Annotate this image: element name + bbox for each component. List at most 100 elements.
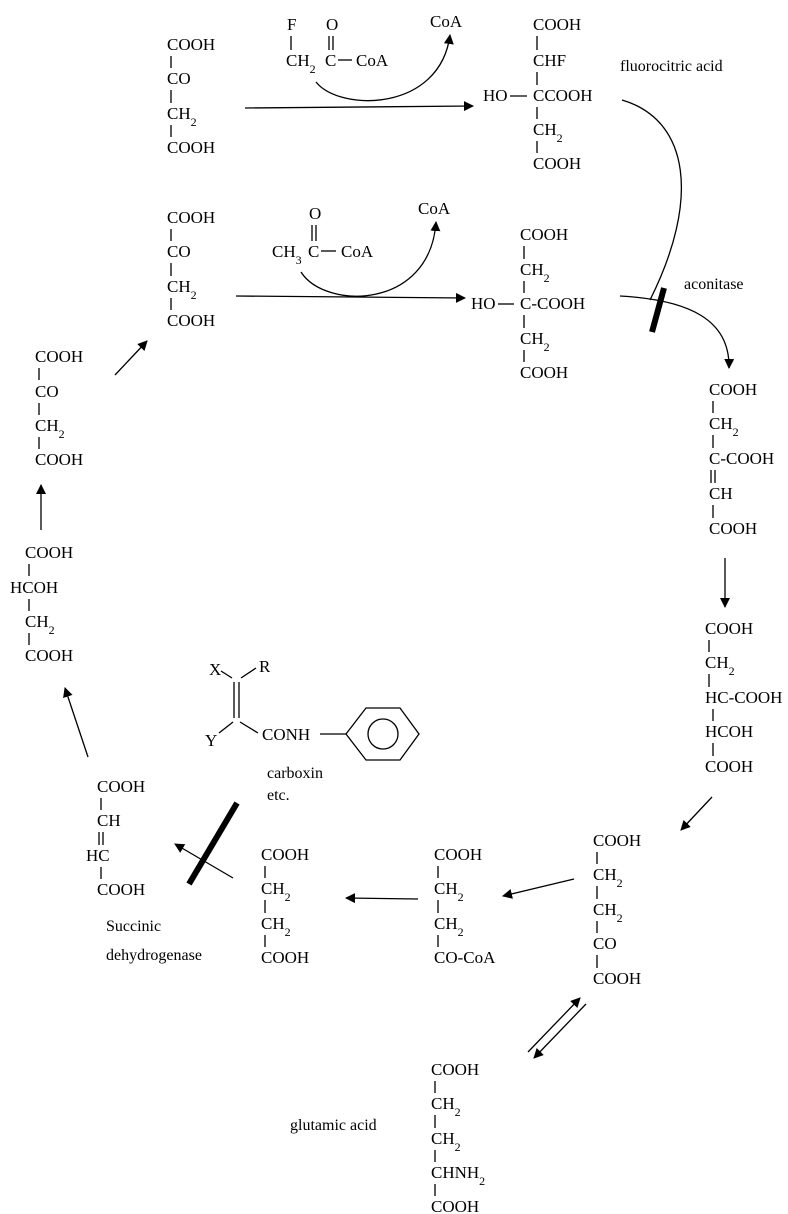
fluoroacetyl-coa: F O CH2 C CoA xyxy=(286,15,389,76)
svg-text:COOH: COOH xyxy=(25,646,73,665)
aconitase-label: aconitase xyxy=(684,276,744,293)
fumaric-acid: COOH CH HC COOH xyxy=(86,777,145,899)
svg-text:COOH: COOH xyxy=(593,831,641,850)
svg-text:COOH: COOH xyxy=(97,880,145,899)
svg-text:COOH: COOH xyxy=(705,757,753,776)
glutamic-acid-label: glutamic acid xyxy=(290,1117,377,1134)
svg-text:CO: CO xyxy=(167,69,191,88)
svg-text:CH3: CH3 xyxy=(272,242,302,267)
arrow-to-citrate xyxy=(235,292,466,303)
svg-text:HC-COOH: HC-COOH xyxy=(705,688,782,707)
svg-text:COOH: COOH xyxy=(25,543,73,562)
svg-text:CO: CO xyxy=(593,934,617,953)
svg-text:COOH: COOH xyxy=(593,969,641,988)
svg-text:CH2: CH2 xyxy=(593,900,623,925)
arrow-citrate-to-aconitate xyxy=(619,295,735,369)
fluorocitric-acid: COOH CHF HO CCOOH CH2 COOH xyxy=(483,15,593,173)
svg-text:CH2: CH2 xyxy=(434,879,464,904)
aconitase-block-bar xyxy=(649,287,667,333)
svg-text:COOH: COOH xyxy=(520,363,568,382)
svg-text:CoA: CoA xyxy=(356,51,389,70)
isocitrate: COOH CH2 HC-COOH HCOH COOH xyxy=(705,619,782,776)
svg-text:C-COOH: C-COOH xyxy=(520,294,585,313)
fluorocitric-acid-label: fluorocitric acid xyxy=(620,58,723,75)
svg-text:CHNH2: CHNH2 xyxy=(431,1163,485,1188)
sdh-label-line1: Succinic xyxy=(106,918,161,935)
svg-text:CH2: CH2 xyxy=(431,1129,461,1154)
svg-text:CO: CO xyxy=(167,242,191,261)
svg-text:CH2: CH2 xyxy=(167,277,197,302)
svg-text:CH2: CH2 xyxy=(705,653,735,678)
oxaloacetate-left: COOH CO CH2 COOH xyxy=(35,347,83,469)
succinyl-coa: COOH CH2 CH2 CO-CoA xyxy=(434,845,496,967)
svg-text:O: O xyxy=(326,15,338,34)
citric-acid: COOH CH2 HO C-COOH CH2 COOH xyxy=(471,225,585,382)
sdh-label-line2: dehydrogenase xyxy=(106,947,202,964)
svg-text:HC: HC xyxy=(86,846,110,865)
svg-text:CH2: CH2 xyxy=(261,879,291,904)
svg-text:CH2: CH2 xyxy=(167,104,197,129)
svg-text:COOH: COOH xyxy=(35,347,83,366)
svg-text:COOH: COOH xyxy=(533,154,581,173)
cis-aconitate: COOH CH2 C-COOH CH COOH xyxy=(709,380,774,538)
svg-text:CH2: CH2 xyxy=(25,612,55,637)
carboxin-structure: X R Y CONH xyxy=(205,657,420,761)
carboxin-label: carboxin xyxy=(267,765,323,782)
arrow-succinylcoa-to-succinate xyxy=(345,893,419,904)
svg-text:HCOH: HCOH xyxy=(705,722,753,741)
arrow-coa-release-1 xyxy=(315,34,454,102)
svg-text:COOH: COOH xyxy=(434,845,482,864)
svg-text:COOH: COOH xyxy=(167,311,215,330)
oxaloacetate-2: COOH CO CH2 COOH xyxy=(167,208,215,330)
svg-text:C-COOH: C-COOH xyxy=(709,449,774,468)
svg-text:CH2: CH2 xyxy=(434,914,464,939)
svg-text:CH2: CH2 xyxy=(261,914,291,939)
arrow-isocitrate-to-ketoglutarate xyxy=(680,796,713,831)
svg-text:COOH: COOH xyxy=(431,1060,479,1079)
fluorocitrate-inhibition-line xyxy=(621,99,683,301)
svg-text:COOH: COOH xyxy=(709,519,757,538)
alpha-ketoglutarate: COOH CH2 CH2 CO COOH xyxy=(593,831,641,988)
svg-text:CH2: CH2 xyxy=(431,1094,461,1119)
svg-text:CO-CoA: CO-CoA xyxy=(434,948,496,967)
svg-text:CoA: CoA xyxy=(341,242,374,261)
svg-text:COOH: COOH xyxy=(533,15,581,34)
svg-text:X: X xyxy=(209,660,221,679)
benzene-ring xyxy=(345,707,420,761)
svg-text:COOH: COOH xyxy=(167,208,215,227)
svg-text:CCOOH: CCOOH xyxy=(533,86,593,105)
svg-text:HO: HO xyxy=(471,294,496,313)
svg-text:COOH: COOH xyxy=(431,1197,479,1214)
svg-text:COOH: COOH xyxy=(261,948,309,967)
svg-text:COOH: COOH xyxy=(35,450,83,469)
svg-text:CHF: CHF xyxy=(533,51,566,70)
svg-text:CH2: CH2 xyxy=(520,329,550,354)
equilibrium-arrows xyxy=(527,997,587,1059)
arrow-coa-release-2 xyxy=(300,221,441,297)
succinic-acid: COOH CH2 CH2 COOH xyxy=(261,845,309,967)
svg-text:C: C xyxy=(325,51,336,70)
svg-text:HCOH: HCOH xyxy=(10,578,58,597)
coa-release-1: CoA xyxy=(430,12,463,31)
malic-acid: COOH HCOH CH2 COOH xyxy=(10,543,73,665)
carboxin-etc-label: etc. xyxy=(267,787,290,804)
svg-text:CH2: CH2 xyxy=(520,260,550,285)
oxaloacetate-top: COOH CO CH2 COOH xyxy=(167,35,215,157)
svg-text:COOH: COOH xyxy=(167,138,215,157)
arrow-oxaloacetate-to-top xyxy=(114,340,148,376)
svg-text:COOH: COOH xyxy=(97,777,145,796)
svg-text:CH2: CH2 xyxy=(286,51,316,76)
svg-text:CH: CH xyxy=(97,811,121,830)
svg-text:C: C xyxy=(308,242,319,261)
acetyl-coa: O CH3 C CoA xyxy=(272,204,374,267)
svg-text:COOH: COOH xyxy=(709,380,757,399)
arrow-ketoglutarate-to-succinylcoa xyxy=(502,878,575,899)
svg-text:COOH: COOH xyxy=(705,619,753,638)
svg-text:CH2: CH2 xyxy=(709,414,739,439)
svg-text:COOH: COOH xyxy=(261,845,309,864)
svg-text:CO: CO xyxy=(35,382,59,401)
succinic-dehydrogenase-block-bar xyxy=(186,801,240,886)
svg-text:CH2: CH2 xyxy=(533,120,563,145)
svg-text:CH: CH xyxy=(709,484,733,503)
glutamic-acid: COOH CH2 CH2 CHNH2 COOH xyxy=(431,1060,485,1214)
